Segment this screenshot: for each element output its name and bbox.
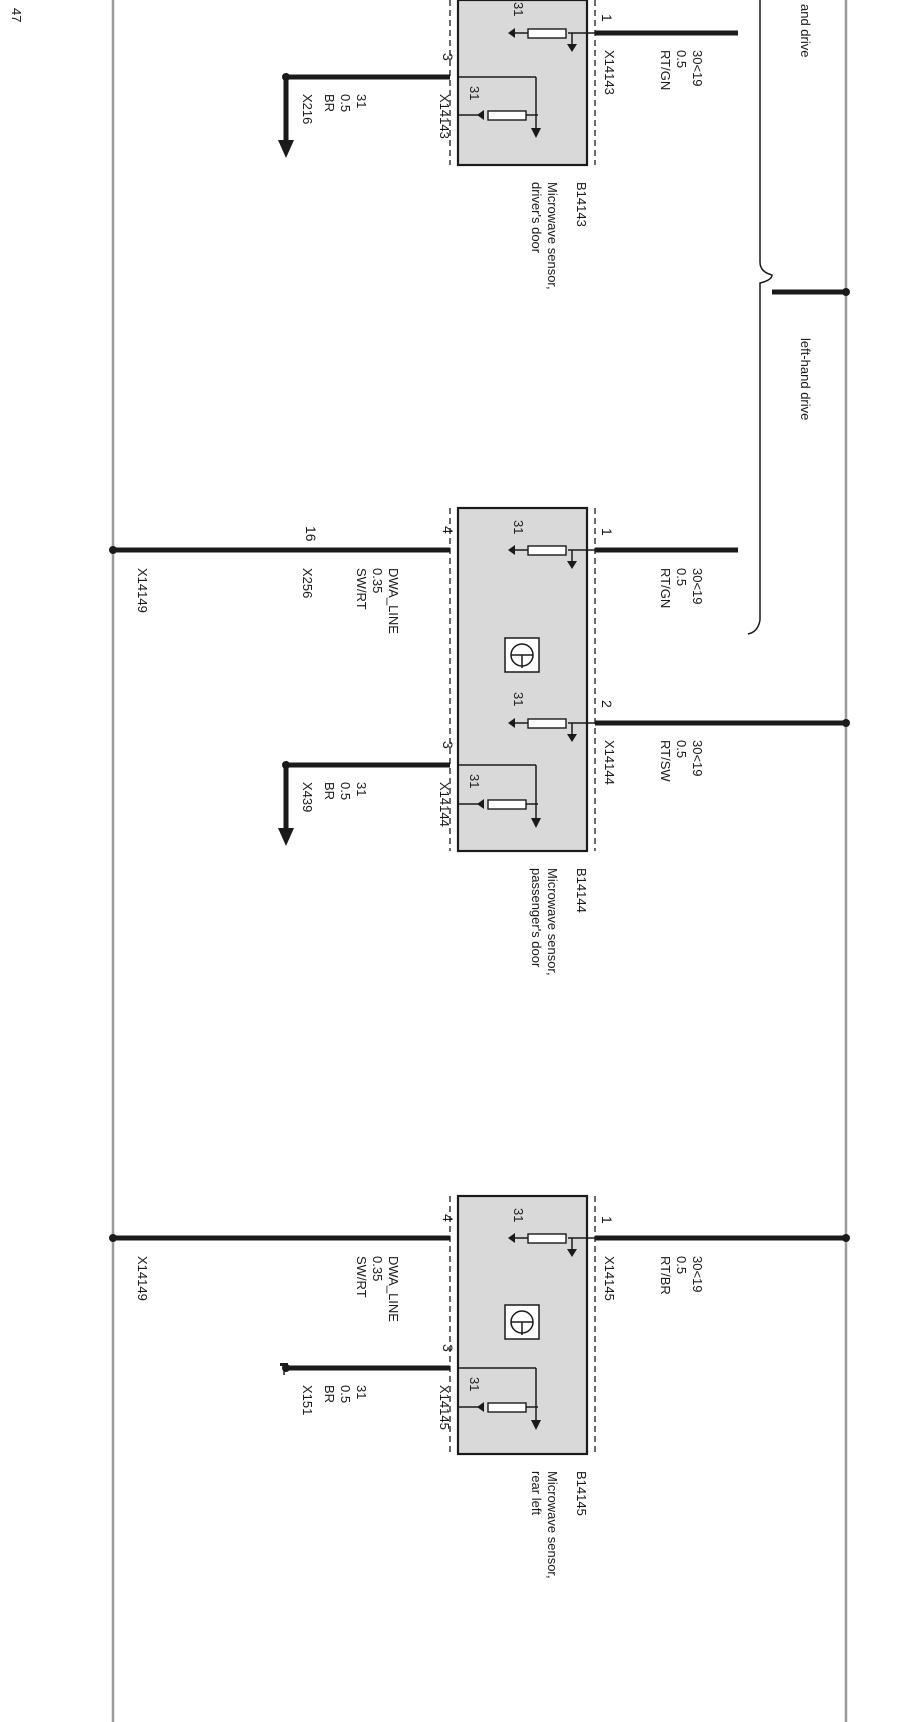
svg-text:30<19: 30<19 [690, 50, 705, 87]
sensor-name: Microwave sensor, [545, 182, 560, 290]
svg-text:4: 4 [440, 1214, 456, 1222]
sensor-name: Microwave sensor, [545, 868, 560, 976]
svg-text:31: 31 [511, 1208, 526, 1222]
svg-text:0.5: 0.5 [674, 1256, 689, 1274]
svg-text:16: 16 [303, 526, 319, 542]
svg-text:31: 31 [354, 94, 369, 108]
drive-brace [747, 0, 773, 635]
svg-text:0.5: 0.5 [674, 740, 689, 758]
svg-text:2: 2 [599, 700, 615, 708]
svg-text:31: 31 [511, 520, 526, 534]
svg-text:1: 1 [599, 14, 615, 22]
svg-text:31: 31 [511, 692, 526, 706]
sensor-box [456, 506, 589, 853]
resistor-1 [527, 545, 567, 556]
svg-text:BR: BR [322, 782, 337, 800]
svg-text:0.35: 0.35 [370, 568, 385, 593]
svg-text:SW/RT: SW/RT [354, 1256, 369, 1298]
svg-text:X216: X216 [300, 94, 315, 124]
sensor-id: B14145 [574, 1471, 589, 1516]
svg-text:4: 4 [440, 526, 456, 534]
sensor-name-2: driver's door [529, 182, 544, 254]
svg-text:0.5: 0.5 [338, 782, 353, 800]
page-number: 47 [9, 8, 24, 22]
resistor-3 [487, 799, 527, 810]
svg-text:X14149: X14149 [135, 1256, 150, 1301]
resistor-1 [527, 1233, 567, 1244]
sensor-box [456, 0, 589, 167]
brace-feed-node [842, 288, 850, 296]
resistor-1 [527, 28, 567, 39]
svg-text:X14144: X14144 [602, 740, 617, 785]
svg-text:30<19: 30<19 [690, 568, 705, 605]
svg-text:X14144: X14144 [437, 782, 452, 827]
sensor-id: B14144 [574, 868, 589, 913]
svg-text:BR: BR [322, 1385, 337, 1403]
svg-text:X439: X439 [300, 782, 315, 812]
svg-text:RT/SW: RT/SW [658, 740, 673, 782]
resistor-2 [487, 1402, 527, 1413]
svg-text:31: 31 [467, 774, 482, 788]
svg-text:0.5: 0.5 [674, 568, 689, 586]
svg-text:X256: X256 [300, 568, 315, 598]
svg-text:31: 31 [467, 86, 482, 100]
sensor-name-2: passenger's door [529, 868, 544, 968]
svg-text:RT/GN: RT/GN [658, 50, 673, 90]
svg-text:31: 31 [511, 2, 526, 16]
svg-text:3: 3 [440, 741, 456, 749]
brace-label-top: and drive [798, 4, 813, 57]
svg-text:3: 3 [440, 1344, 456, 1352]
sensor-b14144: 1 30<19 0.5 RT/GN 31 4 16 DWA_LINE 0.35 … [109, 506, 850, 976]
svg-text:1: 1 [599, 528, 615, 536]
svg-text:31: 31 [467, 1377, 482, 1391]
sensor-name-2: rear left [529, 1471, 544, 1515]
svg-text:X14145: X14145 [602, 1256, 617, 1301]
svg-text:X14149: X14149 [135, 568, 150, 613]
svg-text:0.5: 0.5 [338, 1385, 353, 1403]
svg-text:SW/RT: SW/RT [354, 568, 369, 610]
resistor-2 [527, 718, 567, 729]
svg-text:0.35: 0.35 [370, 1256, 385, 1281]
sensor-name: Microwave sensor, [545, 1471, 560, 1579]
svg-text:0.5: 0.5 [338, 94, 353, 112]
svg-text:31: 31 [354, 1385, 369, 1399]
svg-text:X14145: X14145 [437, 1385, 452, 1430]
svg-text:X14143: X14143 [602, 50, 617, 95]
sensor-id: B14143 [574, 182, 589, 227]
ground-symbol [280, 1363, 288, 1366]
ground-arrow [278, 828, 294, 846]
sensor-b14145: 1 30<19 0.5 RT/BR X14145 31 4 DWA_LINE 0… [109, 1194, 850, 1579]
svg-text:1: 1 [599, 1216, 615, 1224]
resistor-2 [487, 110, 527, 121]
svg-text:BR: BR [322, 94, 337, 112]
sensor-b14143: 1 30<19 0.5 RT/GN X14143 31 3 31 0.5 BR … [278, 0, 738, 290]
svg-text:RT/GN: RT/GN [658, 568, 673, 608]
svg-text:RT/BR: RT/BR [658, 1256, 673, 1295]
ground-arrow [278, 140, 294, 158]
svg-text:3: 3 [440, 53, 456, 61]
brace-label-middle: left-hand drive [798, 338, 813, 420]
svg-text:0.5: 0.5 [674, 50, 689, 68]
svg-text:30<19: 30<19 [690, 740, 705, 777]
svg-text:DWA_LINE: DWA_LINE [386, 1256, 401, 1322]
svg-text:30<19: 30<19 [690, 1256, 705, 1293]
svg-text:X14143: X14143 [437, 94, 452, 139]
svg-text:DWA_LINE: DWA_LINE [386, 568, 401, 634]
svg-text:31: 31 [354, 782, 369, 796]
svg-text:X151: X151 [300, 1385, 315, 1415]
